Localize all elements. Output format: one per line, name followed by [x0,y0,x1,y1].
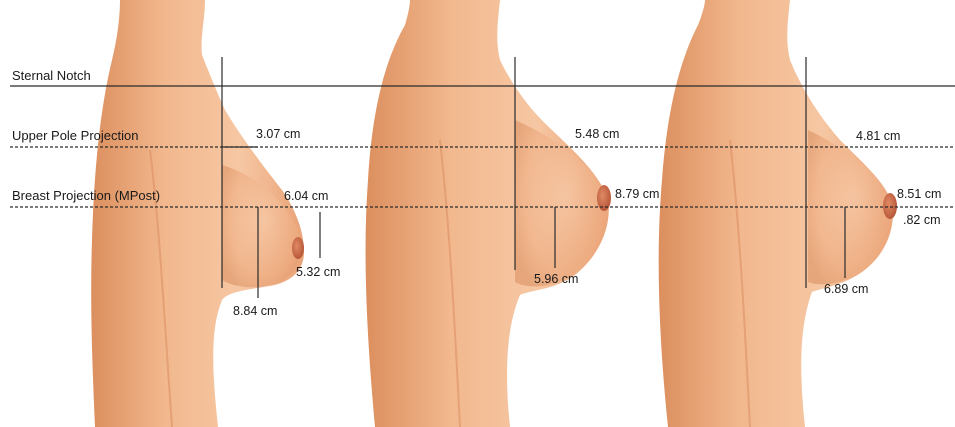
figure-3 [659,0,897,427]
figure-2-breast-projection-value: 8.79 cm [615,187,659,201]
label-sternal-notch: Sternal Notch [12,68,91,83]
label-breast-projection: Breast Projection (MPost) [12,188,160,203]
figure-1-areola [292,237,304,259]
figure-2-upper-pole-value: 5.48 cm [575,127,619,141]
figure-3-upper-pole-value: 4.81 cm [856,129,900,143]
figure-3-lower-vertical-value: 6.89 cm [824,282,868,296]
figure-1-breast-projection-value: 6.04 cm [284,189,328,203]
label-upper-pole-projection: Upper Pole Projection [12,128,138,143]
figure-1-nipple-vertical-value: 5.32 cm [296,265,340,279]
figure-1-upper-pole-value: 3.07 cm [256,127,300,141]
figure-1-lower-vertical-value: 8.84 cm [233,304,277,318]
figure-3-areola [883,193,897,219]
figure-1 [91,0,304,427]
figure-2-lower-vertical-value: 5.96 cm [534,272,578,286]
figure-3-breast-projection-value: 8.51 cm [897,187,941,201]
figure-2 [366,0,611,427]
figure-2-areola [597,185,611,211]
figure-3-nipple-vertical-value: .82 cm [903,213,941,227]
